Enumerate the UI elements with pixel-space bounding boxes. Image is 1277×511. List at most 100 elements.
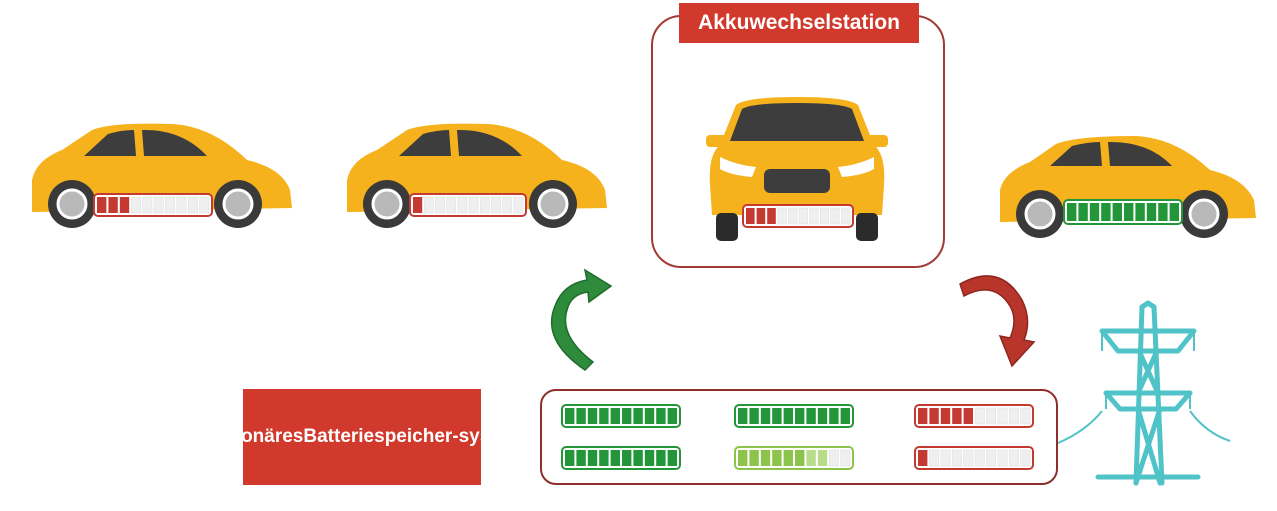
battery-cell-empty [974, 449, 985, 467]
storage-battery-6 [914, 446, 1034, 470]
car-1 [32, 123, 292, 228]
storage-battery-5 [734, 446, 854, 470]
battery-cell-empty [468, 196, 479, 214]
battery-cell-charged [1101, 203, 1111, 221]
battery-cell-charged [622, 450, 632, 466]
battery-cell-empty [176, 196, 187, 214]
car-3-battery [1063, 199, 1183, 225]
storage-label-line-3: system [458, 426, 525, 447]
battery-cell-charged [738, 408, 748, 424]
battery-cell-charged [667, 450, 677, 466]
storage-label-line-2: Batteriespeicher- [303, 426, 459, 447]
battery-cell-empty [986, 449, 997, 467]
battery-cell-charged [918, 408, 928, 424]
battery-cell-charged [817, 408, 828, 424]
battery-cell-charged [587, 408, 598, 424]
battery-cell-charged [413, 197, 423, 213]
battery-cell-charged [929, 408, 939, 424]
battery-cell-charged [760, 450, 771, 466]
curved-arrow-red-icon [959, 275, 1036, 368]
battery-cell-empty [841, 207, 851, 225]
battery-cell-charged [1112, 203, 1122, 221]
battery-cell-empty [479, 196, 490, 214]
swap-station-title: Akkuwechselstation [679, 3, 919, 43]
battery-cell-empty [809, 207, 819, 225]
battery-cell-charged [108, 197, 118, 213]
battery-cell-charged [806, 408, 816, 424]
battery-cell-charged [918, 450, 928, 466]
car-2 [347, 123, 607, 228]
battery-cell-charged [738, 450, 748, 466]
battery-cell-charged [806, 450, 816, 466]
battery-cell-empty [997, 449, 1008, 467]
car-1-battery [93, 193, 213, 217]
battery-cell-empty [830, 207, 840, 225]
battery-cell-empty [142, 196, 153, 214]
battery-cell-charged [565, 450, 575, 466]
battery-cell-charged [963, 408, 973, 424]
battery-cell-charged [633, 408, 643, 424]
battery-cell-empty [435, 196, 445, 214]
storage-system-frame [540, 389, 1058, 485]
battery-cell-charged [1067, 203, 1077, 221]
battery-cell-charged [599, 408, 609, 424]
battery-cell-empty [951, 449, 962, 467]
battery-cell-empty [153, 196, 164, 214]
battery-cell-empty [974, 407, 985, 425]
battery-cell-empty [187, 196, 198, 214]
battery-cell-empty [940, 449, 951, 467]
battery-cell-charged [576, 408, 586, 424]
battery-cell-empty [929, 449, 940, 467]
battery-cell-empty [446, 196, 457, 214]
battery-cell-empty [828, 449, 839, 467]
battery-cell-charged [1158, 203, 1168, 221]
battery-cell-charged [767, 208, 776, 224]
storage-battery-2 [734, 404, 854, 428]
battery-cell-empty [491, 196, 501, 214]
battery-cell-charged [656, 450, 666, 466]
battery-cell-charged [772, 408, 782, 424]
battery-cell-charged [565, 408, 575, 424]
battery-cell-charged [756, 208, 766, 224]
battery-cell-empty [165, 196, 176, 214]
battery-cell-charged [795, 450, 805, 466]
power-pylon-icon [1057, 300, 1231, 486]
battery-cell-charged [587, 450, 598, 466]
battery-cell-charged [772, 450, 782, 466]
battery-cell-charged [644, 408, 655, 424]
battery-cell-empty [1008, 407, 1019, 425]
battery-cell-charged [817, 450, 828, 466]
battery-cell-empty [777, 207, 787, 225]
storage-battery-4 [561, 446, 681, 470]
battery-cell-charged [1146, 203, 1157, 221]
battery-cell-charged [1078, 203, 1088, 221]
battery-cell-empty [457, 196, 468, 214]
battery-cell-charged [952, 408, 962, 424]
battery-cell-empty [840, 449, 851, 467]
battery-cell-empty [1020, 407, 1031, 425]
station-car-battery [742, 204, 854, 228]
battery-cell-charged [656, 408, 666, 424]
battery-cell-charged [783, 450, 793, 466]
battery-cell-charged [610, 408, 620, 424]
battery-cell-empty [423, 196, 434, 214]
battery-cell-charged [576, 450, 586, 466]
battery-cell-empty [963, 449, 974, 467]
battery-cell-charged [1089, 203, 1100, 221]
battery-cell-empty [819, 207, 830, 225]
storage-system-label: Stationäres Batteriespeicher- system [200, 389, 524, 485]
battery-cell-empty [788, 207, 798, 225]
battery-cell-charged [940, 408, 951, 424]
battery-cell-charged [644, 450, 655, 466]
battery-cell-empty [798, 207, 808, 225]
battery-cell-charged [667, 408, 677, 424]
battery-cell-charged [1169, 203, 1179, 221]
battery-cell-charged [119, 197, 130, 213]
battery-cell-charged [599, 450, 609, 466]
battery-cell-empty [997, 407, 1008, 425]
battery-cell-empty [513, 196, 524, 214]
battery-cell-charged [610, 450, 620, 466]
station-car [706, 97, 888, 241]
battery-cell-charged [783, 408, 793, 424]
storage-battery-1 [561, 404, 681, 428]
